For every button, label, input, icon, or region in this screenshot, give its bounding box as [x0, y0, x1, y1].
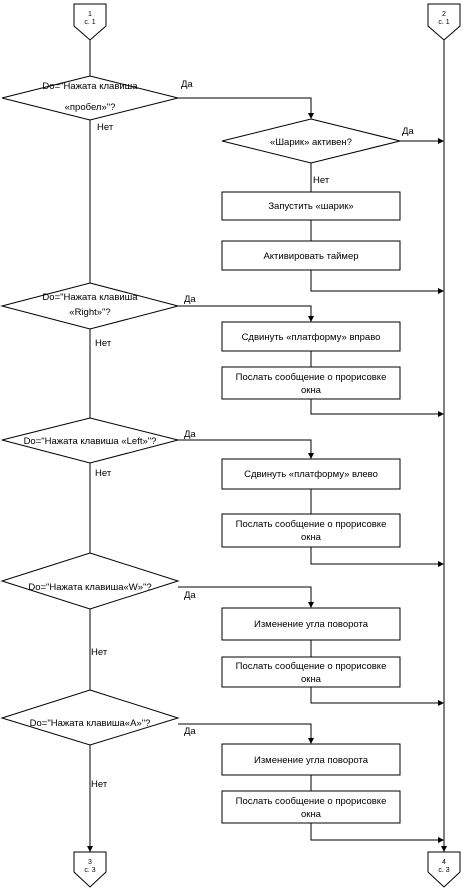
- process-redraw-window-3: Послать сообщение о прорисовке окна: [221, 656, 401, 688]
- process-change-rotation-2-text: Изменение угла поворота: [254, 755, 369, 766]
- connector-4-number: 4: [442, 859, 446, 866]
- connector-2: 2 с. 1: [427, 3, 461, 41]
- process-start-ball: Запустить «шарик»: [221, 191, 401, 221]
- decision-ball-active-text: «Шарик» активен?: [270, 137, 352, 148]
- process-redraw-window-4-line2: окна: [301, 809, 322, 820]
- decision-w-key: Do="Нажата клавиша«W»"?: [0, 552, 180, 610]
- process-activate-timer: Активировать таймер: [221, 240, 401, 271]
- connector-1: 1 с. 1: [73, 3, 107, 41]
- process-move-platform-right-text: Сдвинуть «платформу» вправо: [242, 332, 381, 343]
- process-redraw-window-1: Послать сообщение о прорисовке окна: [221, 366, 401, 400]
- no-label: Нет: [313, 175, 330, 186]
- process-redraw-window-3-line1: Послать сообщение о прорисовке: [236, 661, 387, 672]
- decision-a-key: Do="Нажата клавиша«A»"?: [0, 689, 180, 746]
- connector-4-page: с. 3: [438, 867, 449, 874]
- process-change-rotation-2: Изменение угла поворота: [221, 743, 401, 776]
- decision-space-key: Do="Нажата клавиша «пробел»"?: [1, 75, 179, 121]
- connector-3: 3 с. 3: [73, 851, 107, 888]
- process-move-platform-right: Сдвинуть «платформу» вправо: [221, 321, 401, 352]
- decision-right-key: Do="Нажата клавиша «Right»"?: [0, 282, 180, 330]
- decision-space-key-line2: «пробел»"?: [65, 102, 116, 113]
- process-redraw-window-4: Послать сообщение о прорисовке окна: [221, 790, 401, 824]
- process-redraw-window-2: Послать сообщение о прорисовке окна: [221, 513, 401, 548]
- no-label: Нет: [91, 647, 108, 658]
- decision-ball-active: «Шарик» активен?: [221, 118, 401, 164]
- yes-label: Да: [181, 79, 193, 90]
- process-move-platform-left: Сдвинуть «платформу» влево: [221, 458, 401, 490]
- yes-label: Да: [184, 726, 196, 737]
- connector-4: 4 с. 3: [427, 851, 461, 888]
- connector-2-page: с. 1: [438, 19, 449, 26]
- decision-left-key-text: Do="Нажата клавиша «Left»"?: [24, 436, 157, 447]
- process-redraw-window-4-line1: Послать сообщение о прорисовке: [236, 796, 387, 807]
- process-start-ball-text: Запустить «шарик»: [268, 201, 353, 212]
- decision-a-key-text: Do="Нажата клавиша«A»"?: [30, 718, 151, 729]
- process-redraw-window-1-line1: Послать сообщение о прорисовке: [236, 372, 387, 383]
- yes-label: Да: [402, 126, 414, 137]
- yes-label: Да: [184, 590, 196, 601]
- process-redraw-window-2-line1: Послать сообщение о прорисовке: [236, 519, 387, 530]
- yes-label: Да: [184, 294, 196, 305]
- connector-1-number: 1: [88, 11, 92, 18]
- process-redraw-window-3-line2: окна: [301, 674, 322, 685]
- decision-right-key-line2: «Right»"?: [69, 307, 110, 318]
- no-label: Нет: [95, 338, 112, 349]
- process-change-rotation-1: Изменение угла поворота: [221, 607, 401, 641]
- yes-label: Да: [184, 429, 196, 440]
- no-label: Нет: [97, 122, 114, 133]
- connector-1-page: с. 1: [84, 19, 95, 26]
- process-activate-timer-text: Активировать таймер: [263, 251, 358, 262]
- decision-right-key-line1: Do="Нажата клавиша: [42, 292, 138, 303]
- decision-space-key-line1: Do="Нажата клавиша: [42, 81, 138, 92]
- connector-3-number: 3: [88, 859, 92, 866]
- no-label: Нет: [95, 468, 112, 479]
- decision-left-key: Do="Нажата клавиша «Left»"?: [1, 417, 179, 464]
- connector-2-number: 2: [442, 11, 446, 18]
- process-redraw-window-2-line2: окна: [301, 532, 322, 543]
- connector-3-page: с. 3: [84, 867, 95, 874]
- process-change-rotation-1-text: Изменение угла поворота: [254, 619, 369, 630]
- no-label: Нет: [91, 779, 108, 790]
- process-redraw-window-1-line2: окна: [301, 385, 322, 396]
- decision-w-key-text: Do="Нажата клавиша«W»"?: [28, 582, 151, 593]
- process-move-platform-left-text: Сдвинуть «платформу» влево: [244, 469, 378, 480]
